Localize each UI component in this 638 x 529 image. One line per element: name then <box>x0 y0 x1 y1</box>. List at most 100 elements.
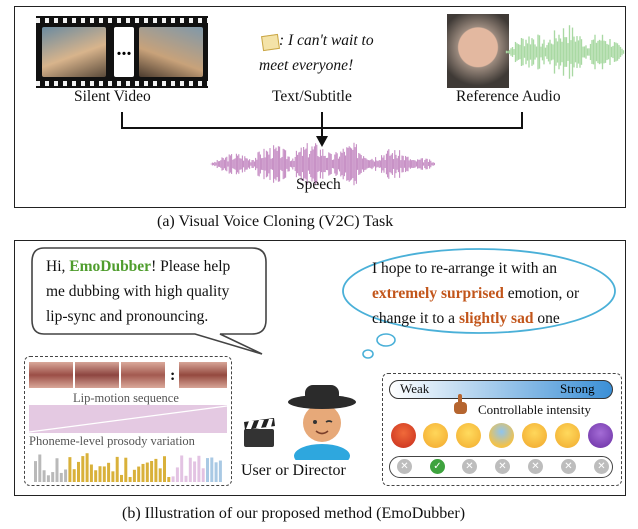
prosody-bar <box>81 456 85 482</box>
director-bubble-suffix: one <box>533 310 560 327</box>
lip-frame <box>179 362 227 388</box>
user-bubble-hi: Hi, <box>46 258 70 275</box>
prosody-bar <box>77 461 80 482</box>
clapperboard-icon <box>244 418 275 447</box>
prosody-bars <box>34 453 222 482</box>
prosody-bar <box>214 462 218 482</box>
reference-audio-waveform <box>505 25 625 79</box>
rolling-laughing-face-icon[interactable] <box>522 423 547 448</box>
weak-label: Weak <box>400 381 430 396</box>
pointer-hand-icon[interactable] <box>452 394 470 416</box>
speech-label: Speech <box>296 176 341 193</box>
user-director-label: User or Director <box>241 462 346 479</box>
prosody-bar <box>51 472 55 482</box>
video-frame <box>139 27 203 77</box>
emphasis-slightly-sad: slightly sad <box>458 310 534 327</box>
intensity-slider[interactable] <box>389 380 613 399</box>
prosody-bar <box>38 454 42 482</box>
lip-motion-trend <box>29 405 227 433</box>
prosody-bar <box>218 460 222 482</box>
user-bubble-rest: ! Please help <box>151 258 231 275</box>
prosody-bar <box>98 466 102 482</box>
prosody-bar <box>42 470 46 482</box>
prosody-bar <box>141 463 145 482</box>
emotion-toggle-off[interactable]: ✕ <box>495 459 510 474</box>
emotion-toggle-on[interactable]: ✓ <box>430 459 445 474</box>
user-bubble-line-2: me dubbing with high quality <box>46 283 230 300</box>
prosody-bar <box>89 464 93 482</box>
prosody-bar <box>158 468 162 482</box>
lip-frame <box>29 362 73 388</box>
prosody-bar <box>107 462 111 482</box>
emodubber-name: EmoDubber <box>69 258 152 275</box>
emotion-toggle-off[interactable]: ✕ <box>561 459 576 474</box>
prosody-bar <box>188 457 192 482</box>
silent-video-label: Silent Video <box>74 88 151 105</box>
user-avatar-icon <box>288 385 356 460</box>
emotion-toggle-off[interactable]: ✕ <box>528 459 543 474</box>
emotion-toggle-off[interactable]: ✕ <box>594 459 609 474</box>
emphasis-extremely-surprised: extremely surprised <box>372 285 504 302</box>
prosody-bar <box>68 457 72 482</box>
prosody-bar <box>120 474 123 482</box>
prosody-bar <box>184 475 188 482</box>
prosody-bar <box>124 457 128 482</box>
prosody-bar <box>85 453 89 482</box>
prosody-bar <box>197 455 201 482</box>
prosody-bar <box>210 457 214 482</box>
prosody-bar <box>115 456 119 482</box>
text-subtitle-label: Text/Subtitle <box>272 88 352 105</box>
intensity-control-box <box>382 373 622 486</box>
crying-face-icon[interactable] <box>423 423 448 448</box>
prosody-bar <box>180 455 184 482</box>
lip-prosody-box <box>24 356 232 486</box>
caption-b: (b) Illustration of our proposed method … <box>122 505 466 522</box>
lip-frame <box>75 362 119 388</box>
prosody-bar <box>150 460 154 482</box>
caption-a: (a) Visual Voice Cloning (V2C) Task <box>157 213 394 230</box>
prosody-bar <box>59 472 63 482</box>
emotion-toggle-off[interactable]: ✕ <box>462 459 477 474</box>
reference-audio-label: Reference Audio <box>456 88 561 105</box>
unamused-face-icon[interactable] <box>555 423 580 448</box>
director-thought-cloud <box>342 248 616 359</box>
speaker-face-photo <box>447 14 509 88</box>
prosody-bar <box>137 466 141 482</box>
prosody-bar <box>94 470 98 482</box>
prosody-bar <box>145 462 149 482</box>
screaming-face-icon[interactable] <box>489 423 514 448</box>
director-bubble-prefix: change it to a <box>372 310 459 327</box>
user-bubble-line-3: lip-sync and pronouncing. <box>46 308 209 325</box>
prosody-bar <box>64 469 68 482</box>
prosody-bar <box>167 477 171 482</box>
speech-waveform <box>210 142 435 186</box>
prosody-bar <box>102 466 106 482</box>
prosody-variation-label: Phoneme-level prosody variation <box>29 434 195 448</box>
strong-label: Strong <box>560 381 595 396</box>
prosody-bar <box>154 458 158 482</box>
lip-motion-label: Lip-motion sequence <box>73 391 179 405</box>
prosody-bar <box>72 469 76 482</box>
controllable-intensity-label: Controllable intensity <box>478 402 592 417</box>
prosody-bar <box>132 469 136 482</box>
director-bubble-line-1: I hope to re-arrange it with an <box>372 260 558 277</box>
lip-frame-separator: : <box>170 367 176 384</box>
prosody-bar <box>201 468 205 482</box>
prosody-bar <box>163 456 166 482</box>
user-bubble-line-1: Hi, EmoDubber! Please help <box>46 258 230 276</box>
silent-video-filmstrip: ... <box>36 16 208 88</box>
prosody-bar <box>206 458 209 482</box>
prosody-bar <box>46 475 50 482</box>
prosody-bar <box>34 461 37 482</box>
expressionless-face-icon[interactable] <box>456 423 481 448</box>
angry-face-icon[interactable] <box>391 423 416 448</box>
subtitle-line-2: meet everyone! <box>259 57 354 74</box>
smiling-devil-face-icon[interactable] <box>588 423 613 448</box>
prosody-bar <box>193 461 197 482</box>
video-frame <box>42 27 106 77</box>
video-frame <box>114 27 134 77</box>
emotion-toggle-off[interactable]: ✕ <box>397 459 412 474</box>
emotion-selector-bar <box>389 456 613 478</box>
user-speech-bubble <box>31 247 267 355</box>
prosody-bar <box>55 458 59 482</box>
